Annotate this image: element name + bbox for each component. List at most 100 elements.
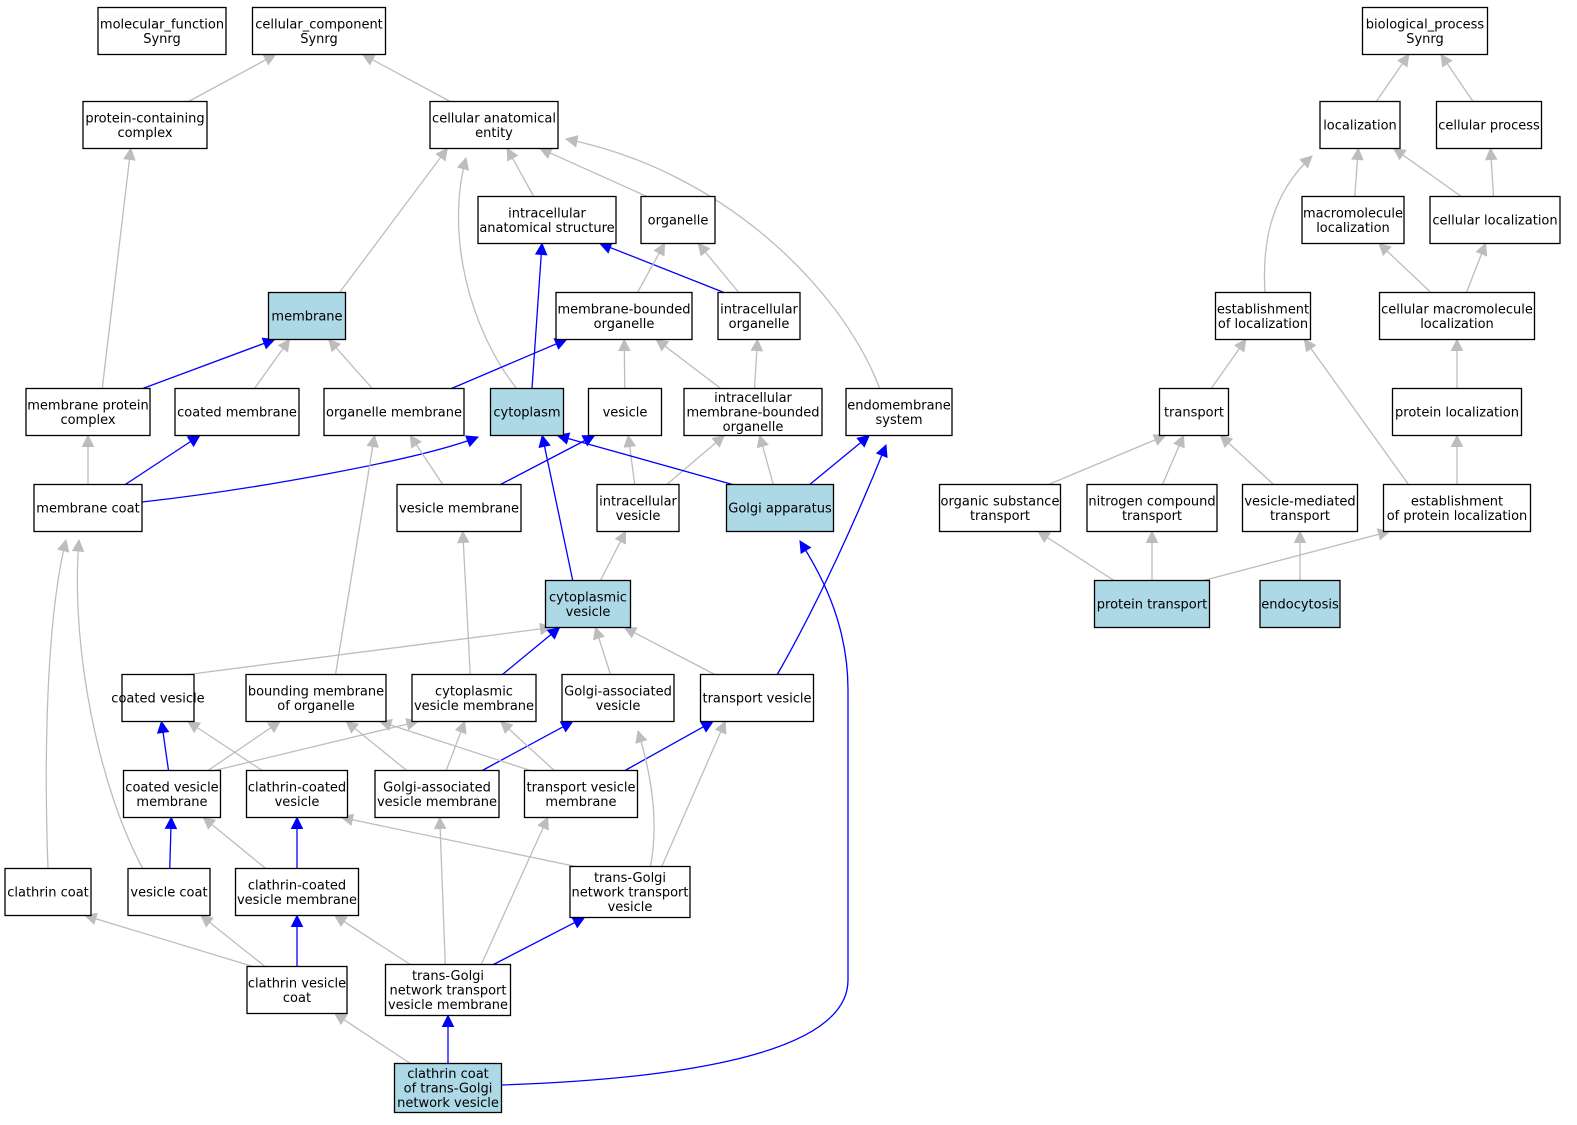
edge-cvc-to-vc [208,921,266,968]
arrowhead-cl-to-loc [1392,147,1407,161]
arrowhead-gavm-to-bmo [345,720,360,734]
arrowhead-cvm-to-cv [546,626,561,640]
go-term-node-cm[interactable]: coated membrane [174,387,300,437]
node-box [1086,483,1218,533]
node-label-line: membrane [136,795,207,810]
node-label-line: Synrg [143,32,181,47]
node-label-line: nitrogen compound [1088,494,1215,509]
edge-ias-to-cae [511,156,535,197]
go-term-node-tv[interactable]: transport vesicle [699,673,815,723]
edge-gavm-to-bmo [353,727,408,772]
edge-vc-to-covm [169,827,172,869]
edge-om-to-mbo [451,342,558,390]
node-box [1382,483,1532,533]
node-box [561,673,675,723]
go-term-node-pt[interactable]: protein transport [1093,579,1211,629]
node-box [374,769,500,819]
node-box [33,483,143,533]
go-term-node-cl[interactable]: cellular localization [1429,195,1561,245]
arrowhead-ccvm-to-ccv [290,816,304,829]
node-box [1391,387,1523,437]
edge-cm-to-mem [253,347,285,389]
node-label-line: vesicle membrane [377,795,497,810]
node-label-line: Synrg [300,32,338,47]
arrowhead-covm-to-bmo [266,720,281,734]
arrowhead-ccv-to-cov [187,720,202,734]
go-term-node-cyt[interactable]: cytoplasm [489,387,565,437]
go-term-node-om[interactable]: organelle membrane [323,387,465,437]
node-box [122,769,222,819]
edge-org-to-cae [548,151,648,198]
go-term-node-tra[interactable]: transport [1158,387,1230,437]
go-term-node-pl[interactable]: protein localization [1391,387,1523,437]
node-label-line: cytoplasmic [435,684,513,699]
edge-cv-to-cyt [543,445,574,581]
edge-mc-to-cm [124,440,192,486]
go-term-node-vc[interactable]: vesicle coat [127,867,211,917]
edge-mpc-to-mem [142,342,266,390]
go-term-node-loc[interactable]: localization [1319,100,1401,150]
arrowhead-mbo-to-org [653,242,666,257]
go-term-node-org[interactable]: organelle [640,195,716,245]
go-term-node-endo[interactable]: endocytosis [1259,579,1341,629]
node-box [489,387,565,437]
edge-mem-to-cae [338,156,442,293]
node-label-line: protein localization [1395,406,1519,421]
arrowhead-cvm-to-vm [457,530,470,544]
go-term-node-cc2[interactable]: clathrin coat [4,867,92,917]
node-box [1259,579,1341,629]
go-term-node-ga[interactable]: Golgi apparatus [725,483,835,533]
arrowhead-vc-to-mc [71,538,85,552]
arrowhead-cc2-to-mc [57,538,70,553]
edge-mbo-to-org [636,251,661,293]
node-label-line: clathrin coat [407,1067,489,1082]
arrowhead-iv-to-imbo [711,434,726,448]
go-term-node-cp[interactable]: cellular process [1435,100,1543,150]
arrowhead-cml-to-cl [1475,242,1488,257]
arrowhead-cctgnv-to-ga [799,540,812,555]
go-term-node-vm[interactable]: vesicle membrane [396,483,522,533]
node-label-line: intracellular [714,391,792,406]
node-label-line: cytoplasm [493,406,560,421]
go-term-node-mem[interactable]: membrane [267,291,347,341]
node-box [1158,387,1230,437]
node-box [725,483,835,533]
go-term-node-mc[interactable]: membrane coat [33,483,143,533]
go-term-node-cov[interactable]: coated vesicle [111,673,205,723]
go-term-node-ves[interactable]: vesicle [587,387,663,437]
edge-cctgnv-to-cvc [342,1018,411,1065]
arrowhead-tgntvm-to-ccvm [333,914,348,928]
